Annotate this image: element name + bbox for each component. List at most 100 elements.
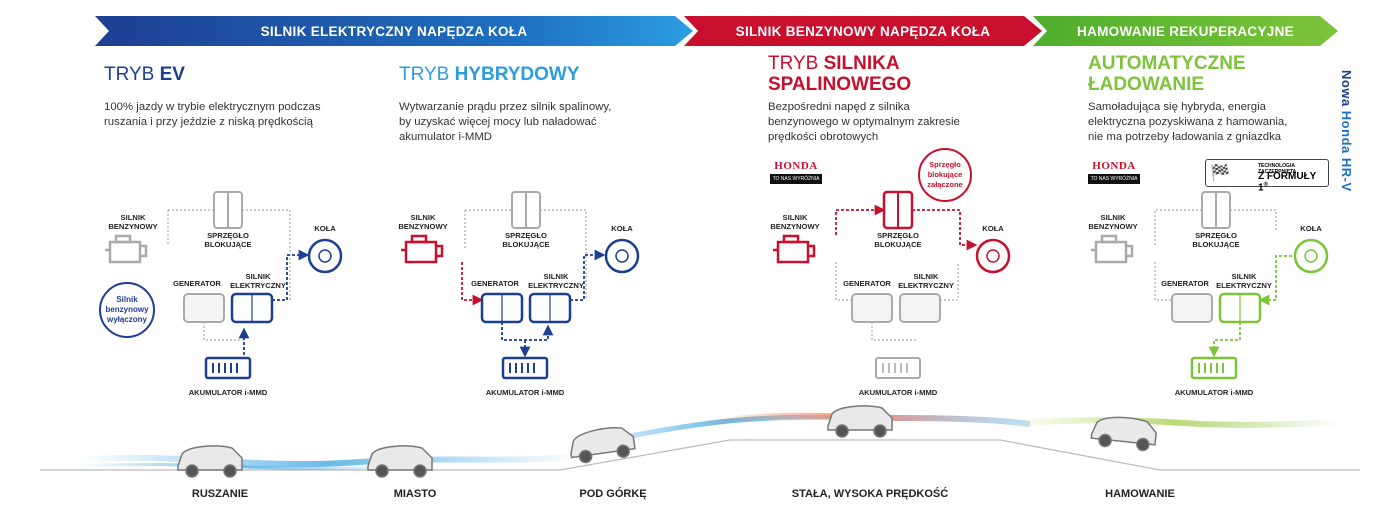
- mode-engine-title-b: SILNIKA: [823, 53, 900, 74]
- banner-regen-text: HAMOWANIE REKUPERACYJNE: [1077, 23, 1294, 39]
- bubble-line: załączone: [927, 180, 963, 189]
- mode-regen-title-b: ŁADOWANIE: [1088, 74, 1205, 95]
- cars: [177, 405, 1157, 478]
- label-line: ELEKTRYCZNY: [1216, 281, 1272, 290]
- bubble-line: benzynowy: [105, 305, 149, 314]
- ground-label: MIASTO: [393, 488, 437, 500]
- label-line: SILNIK: [410, 213, 436, 222]
- diagram-ev: [105, 191, 343, 380]
- car-5: [1090, 416, 1157, 452]
- mode-hybrid-title: TRYB HYBRYDOWY: [399, 64, 580, 85]
- label-wheels: KOŁA: [314, 224, 336, 233]
- side-label-a: Nowa: [1339, 70, 1354, 111]
- label-line: BENZYNOWY: [1088, 222, 1138, 231]
- mode-ev-title-b: EV: [159, 64, 185, 85]
- ground-label: POD GÓRKĘ: [579, 488, 647, 500]
- label-line: BENZYNOWY: [770, 222, 820, 231]
- mode-engine-desc-line: prędkości obrotowych: [768, 131, 879, 143]
- diagram-engine: [773, 190, 1011, 379]
- mode-engine-desc-line: benzynowego w optymalnym zakresie: [768, 116, 960, 128]
- checkered-flag-icon: 🏁: [1210, 165, 1230, 182]
- label-battery: AKUMULATOR i-MMD: [858, 388, 938, 397]
- label-line: SILNIK: [782, 213, 808, 222]
- diagram-hybrid: [401, 191, 640, 380]
- f1-badge-text: Z FORMUŁY 1: [1258, 171, 1317, 194]
- car-3: [570, 427, 636, 464]
- bubble-line: Sprzęgło: [929, 160, 961, 169]
- label-line: SILNIK: [1100, 213, 1126, 222]
- side-label-b: Honda HR-V: [1339, 110, 1354, 192]
- mode-regen-desc-line: Samoładująca się hybryda, energia: [1088, 101, 1266, 113]
- mode-regen-title-a: AUTOMATYCZNE: [1088, 53, 1246, 74]
- label-generator: GENERATOR: [173, 279, 221, 288]
- f1-badge: 🏁 TECHNOLOGIA ZACZERPNIĘTA Z FORMUŁY 1®: [1205, 159, 1329, 193]
- label-generator: GENERATOR: [471, 279, 519, 288]
- honda-logo: HONDA: [774, 160, 818, 172]
- banner-regen: HAMOWANIE REKUPERACYJNE: [1033, 16, 1338, 46]
- mode-ev-desc: 100% jazdy w trybie elektrycznym podczas…: [104, 100, 321, 130]
- label-line: SPRZĘGŁO: [1195, 231, 1237, 240]
- label-line: BENZYNOWY: [398, 222, 448, 231]
- mode-hybrid-title-b: HYBRYDOWY: [454, 64, 580, 85]
- label-line: SILNIK: [543, 272, 569, 281]
- label-line: SILNIK: [120, 213, 146, 222]
- battery-icon: [204, 356, 252, 380]
- honda-badge-1: HONDA TO NAS WYRÓŻNIA: [770, 160, 822, 184]
- label-line: ELEKTRYCZNY: [230, 281, 286, 290]
- honda-tag: TO NAS WYRÓŻNIA: [1088, 174, 1140, 184]
- label-line: BLOKUJĄCE: [874, 240, 922, 249]
- f1-badge-line2: Z FORMUŁY 1®: [1258, 171, 1328, 193]
- f1-badge-sup: ®: [1263, 182, 1268, 188]
- mode-ev-title-a: TRYB: [104, 64, 160, 85]
- label-wheels: KOŁA: [611, 224, 633, 233]
- mode-engine-desc: Bezpośredni napęd z silnika benzynowego …: [768, 100, 960, 145]
- car-2: [367, 445, 433, 478]
- label-line: SPRZĘGŁO: [207, 231, 249, 240]
- label-line: SILNIK: [245, 272, 271, 281]
- banner-petrol: SILNIK BENZYNOWY NAPĘDZA KOŁA: [684, 16, 1042, 46]
- ground-label: HAMOWANIE: [1105, 488, 1175, 500]
- mode-regen-desc-line: nie ma potrzeby ładowania z gniazdka: [1088, 131, 1282, 143]
- bubble-line: blokujące: [927, 170, 963, 179]
- label-battery: AKUMULATOR i-MMD: [1174, 388, 1254, 397]
- mode-ev-desc-line: 100% jazdy w trybie elektrycznym podczas: [104, 101, 321, 113]
- mode-hybrid-desc: Wytwarzanie prądu przez silnik spalinowy…: [399, 100, 611, 145]
- label-line: ELEKTRYCZNY: [898, 281, 954, 290]
- generator-icon: [183, 293, 225, 323]
- mode-ev-desc-line: ruszania i przy jeździe z niską prędkośc…: [104, 116, 313, 128]
- car-4: [827, 405, 893, 438]
- mode-hybrid-title-a: TRYB: [399, 64, 455, 85]
- banner-electric: SILNIK ELEKTRYCZNY NAPĘDZA KOŁA: [95, 16, 693, 46]
- honda-logo: HONDA: [1092, 160, 1136, 172]
- label-wheels: KOŁA: [1300, 224, 1322, 233]
- label-wheels: KOŁA: [982, 224, 1004, 233]
- label-battery: AKUMULATOR i-MMD: [188, 388, 268, 397]
- ground-label: RUSZANIE: [191, 488, 249, 500]
- banner-petrol-text: SILNIK BENZYNOWY NAPĘDZA KOŁA: [735, 23, 991, 39]
- mode-engine-title-a: TRYB: [768, 53, 824, 74]
- mode-regen-desc-line: elektryczna pozyskiwana z hamowania,: [1088, 116, 1288, 128]
- wheel-icon: [307, 238, 343, 274]
- engine-icon-red: [401, 234, 444, 264]
- label-generator: GENERATOR: [1161, 279, 1209, 288]
- mode-engine-title: TRYB SILNIKA SPALINOWEGO: [768, 53, 911, 95]
- bubble-line: wyłączony: [106, 315, 147, 324]
- mode-engine-desc-line: Bezpośredni napęd z silnika: [768, 101, 910, 113]
- label-generator: GENERATOR: [843, 279, 891, 288]
- honda-tag: TO NAS WYRÓŻNIA: [770, 174, 822, 184]
- mode-hybrid-desc-line: akumulator i-MMD: [399, 131, 493, 143]
- label-line: BLOKUJĄCE: [1192, 240, 1240, 249]
- label-line: SPRZĘGŁO: [505, 231, 547, 240]
- mode-engine-title-c: SPALINOWEGO: [768, 74, 912, 95]
- mode-regen-desc: Samoładująca się hybryda, energia elektr…: [1088, 100, 1287, 145]
